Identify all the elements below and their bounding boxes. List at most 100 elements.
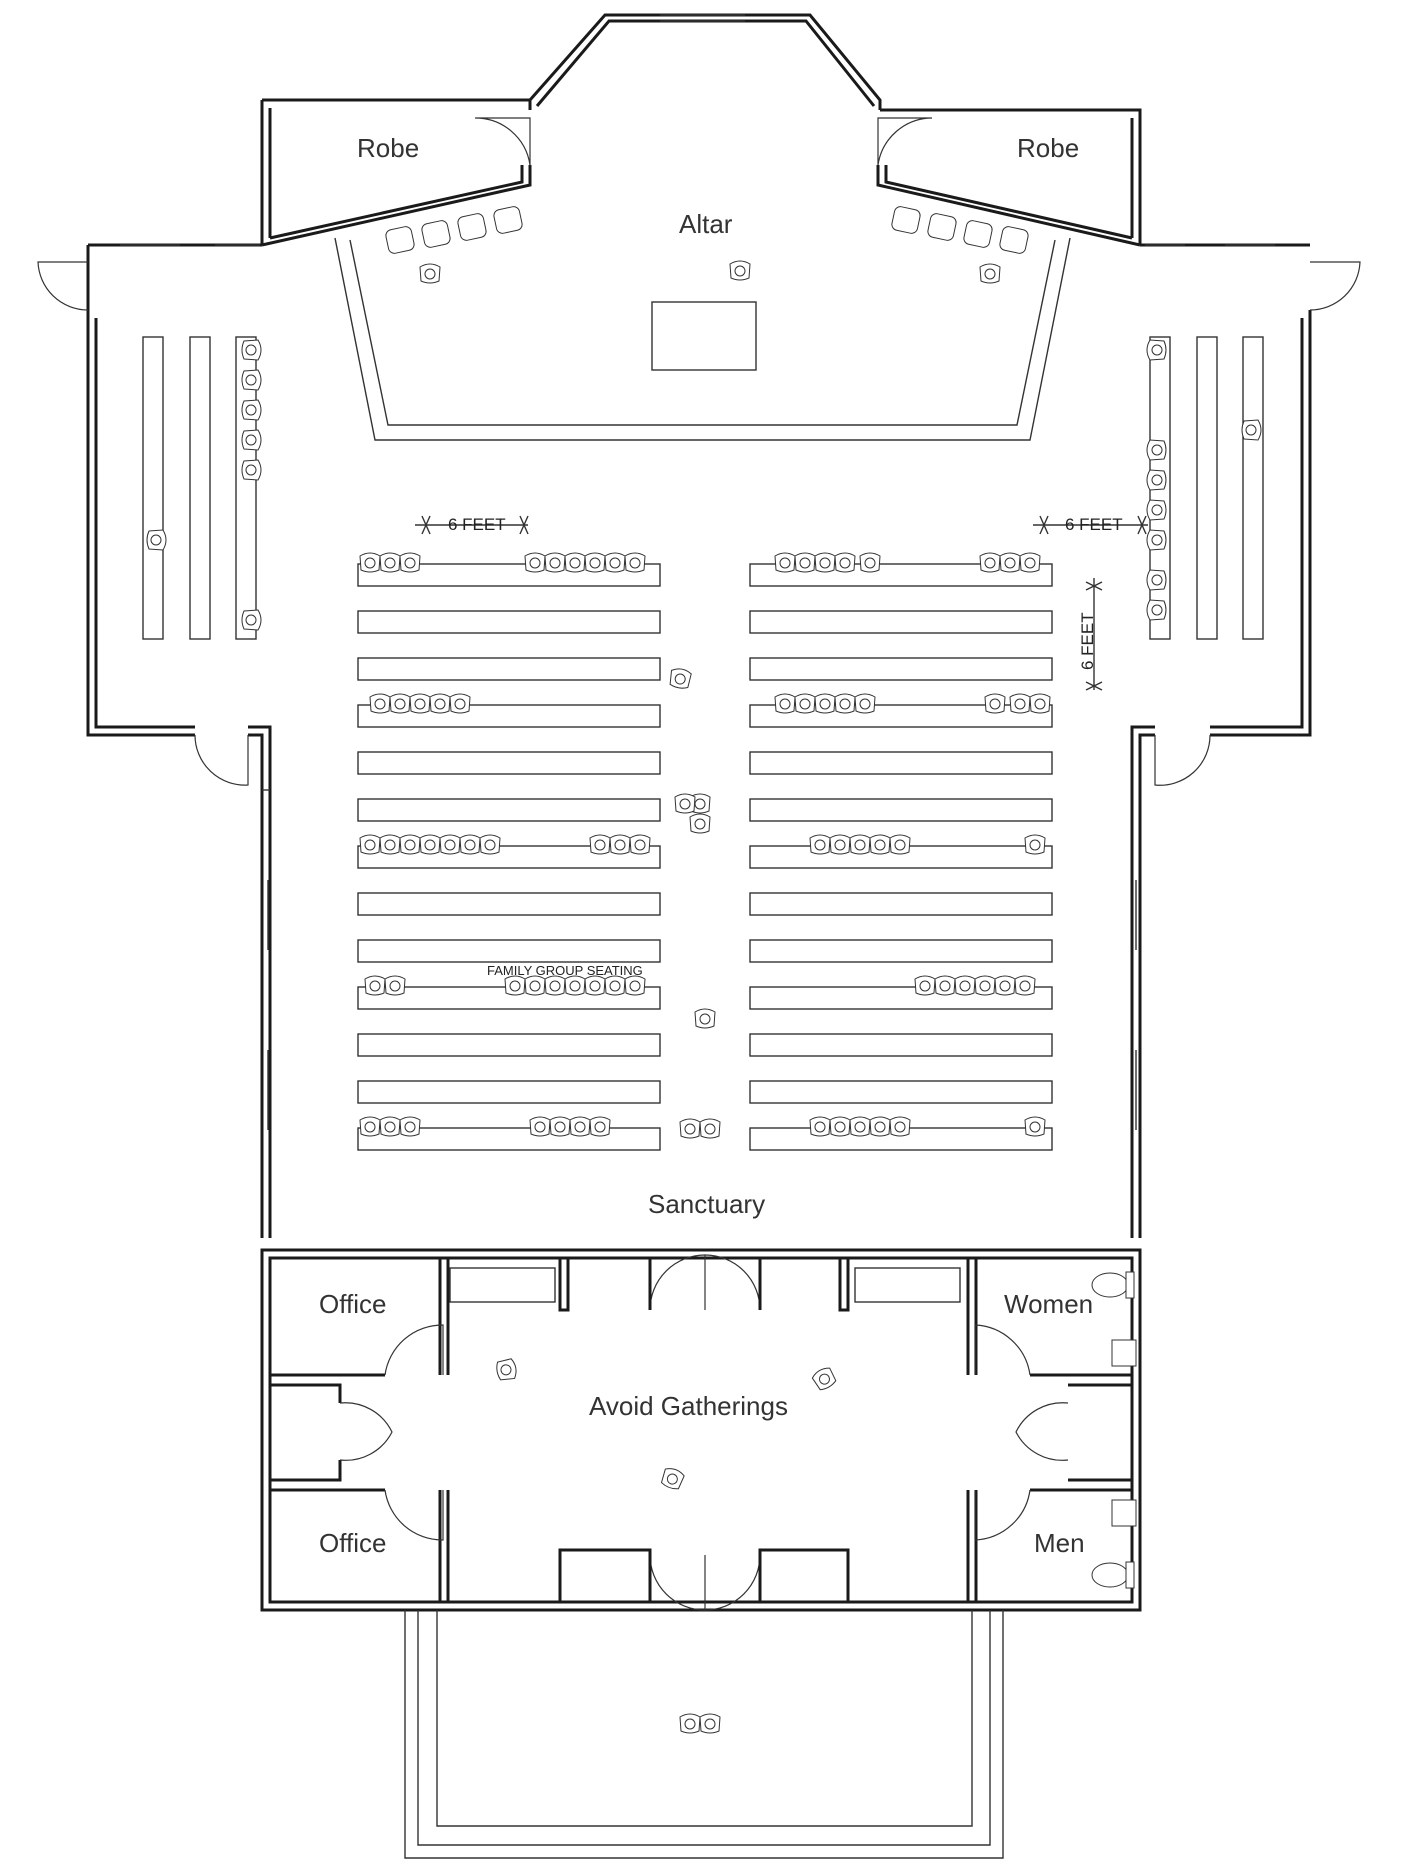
pew-right-12 — [749, 1080, 1053, 1104]
person-icon — [1146, 469, 1167, 491]
person-icon — [604, 552, 626, 573]
person-icon — [1024, 834, 1046, 855]
person-icon — [1146, 529, 1167, 551]
person-icon — [794, 693, 816, 714]
person-icon — [439, 834, 461, 855]
altar-platform — [334, 237, 1071, 441]
person-icon — [584, 975, 606, 996]
person-icon — [399, 552, 421, 573]
label-robe-left: Robe — [357, 133, 419, 163]
person-icon — [679, 1713, 701, 1734]
entry-porch — [404, 1610, 1004, 1859]
person-icon — [979, 263, 1001, 284]
label-women: Women — [1004, 1289, 1093, 1319]
person-icon — [549, 1116, 571, 1137]
person-icon — [689, 813, 711, 834]
person-icon — [529, 1116, 551, 1137]
label-altar: Altar — [679, 209, 733, 239]
person-icon — [379, 552, 401, 573]
person-icon — [359, 1116, 381, 1137]
person-icon — [624, 552, 646, 573]
restroom-fixtures — [1091, 1271, 1137, 1589]
label-office-top: Office — [319, 1289, 386, 1319]
pew-left-3 — [357, 657, 661, 681]
person-icon — [1241, 419, 1262, 441]
person-icon — [984, 693, 1006, 714]
person-icon — [359, 834, 381, 855]
person-icon — [1014, 975, 1036, 996]
pew-left-8 — [357, 892, 661, 916]
pew-right-6 — [749, 798, 1053, 822]
person-icon — [384, 975, 406, 996]
person-icon — [589, 834, 611, 855]
person-icon — [1029, 693, 1051, 714]
person-icon — [699, 1713, 721, 1734]
person-icon — [889, 834, 911, 855]
exterior-walls — [86, 13, 1312, 1612]
person-icon — [241, 369, 262, 391]
choir-chairs — [385, 206, 1029, 254]
person-icon — [146, 529, 167, 551]
label-office-bottom: Office — [319, 1528, 386, 1558]
person-icon — [979, 552, 1001, 573]
person-icon — [379, 1116, 401, 1137]
person-icon — [364, 975, 386, 996]
person-icon — [954, 975, 976, 996]
label-men: Men — [1034, 1528, 1085, 1558]
person-icon — [834, 552, 856, 573]
person-icon — [569, 1116, 591, 1137]
pew-right-11 — [749, 1033, 1053, 1057]
person-icon — [241, 609, 262, 631]
person-icon — [389, 693, 411, 714]
person-icon — [814, 693, 836, 714]
person-icon — [809, 834, 831, 855]
label-foyer: Avoid Gatherings — [589, 1391, 788, 1421]
person-icon — [1146, 499, 1167, 521]
person-icon — [479, 834, 501, 855]
pew-right-9 — [749, 939, 1053, 963]
person-icon — [1146, 599, 1167, 621]
person-icon — [889, 1116, 911, 1137]
person-icon — [1146, 569, 1167, 591]
person-icon — [544, 552, 566, 573]
person-icon — [674, 793, 696, 814]
person-icon — [699, 1118, 721, 1139]
person-icon — [609, 834, 631, 855]
person-icon — [794, 552, 816, 573]
interior-partitions — [270, 1258, 1132, 1602]
person-icon — [854, 693, 876, 714]
dimension-row: 6 FEET — [1078, 612, 1097, 670]
seated-people — [146, 260, 1262, 1734]
side-pews-left — [142, 336, 257, 640]
pew-left-2 — [357, 610, 661, 634]
dimension-markers — [415, 515, 1148, 691]
main-pews-right — [749, 563, 1053, 1151]
label-sanctuary: Sanctuary — [648, 1189, 765, 1219]
person-icon — [241, 399, 262, 421]
person-icon — [1146, 439, 1167, 461]
person-icon — [694, 1008, 716, 1029]
person-icon — [994, 975, 1016, 996]
person-icon — [814, 552, 836, 573]
person-icon — [419, 263, 441, 284]
pew-left-5 — [357, 751, 661, 775]
pew-right-3 — [749, 657, 1053, 681]
person-icon — [359, 552, 381, 573]
person-icon — [660, 1468, 685, 1490]
person-icon — [459, 834, 481, 855]
side-pews-right — [1149, 336, 1264, 640]
pew-right-4 — [749, 704, 1053, 728]
person-icon — [399, 834, 421, 855]
person-icon — [589, 1116, 611, 1137]
person-icon — [859, 552, 881, 573]
person-icon — [241, 429, 262, 451]
main-pews-left — [357, 563, 661, 1151]
person-icon — [1009, 693, 1031, 714]
person-icon — [849, 1116, 871, 1137]
person-icon — [504, 975, 526, 996]
label-family-seating: FAMILY GROUP SEATING — [487, 963, 643, 978]
person-icon — [729, 260, 751, 281]
person-icon — [564, 975, 586, 996]
person-icon — [604, 975, 626, 996]
